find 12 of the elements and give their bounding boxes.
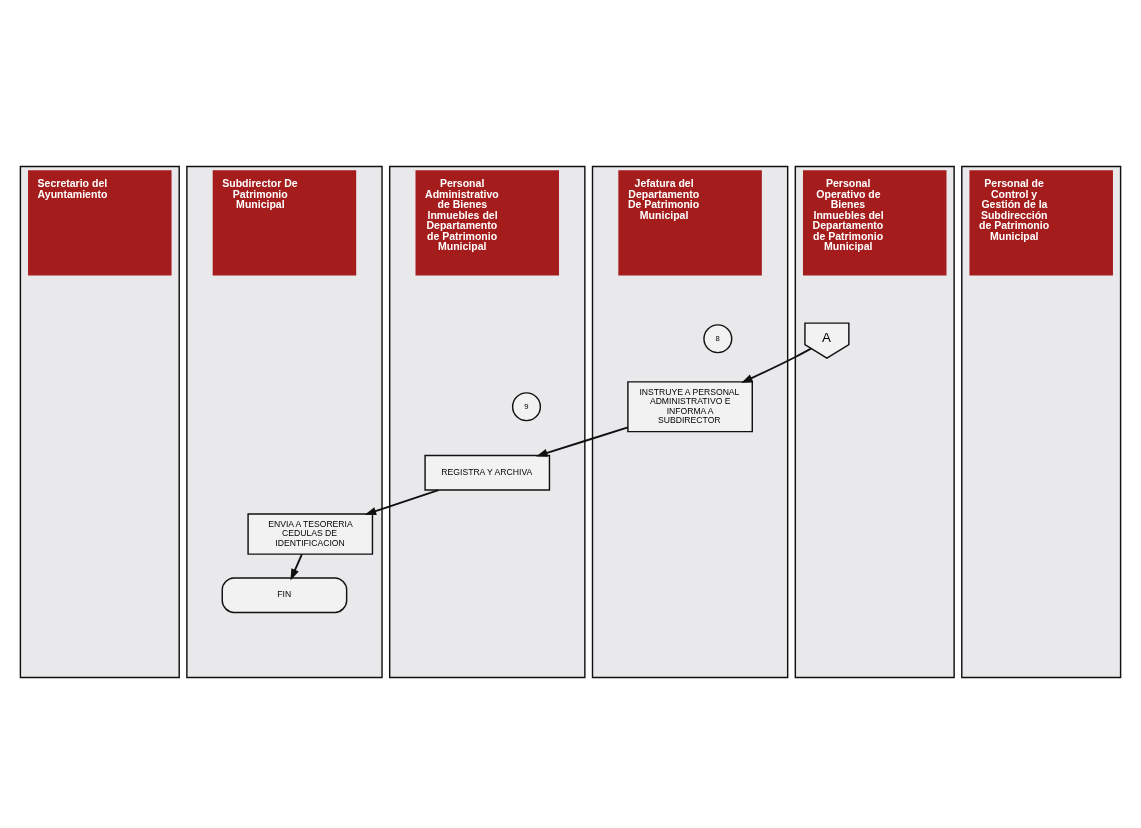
arrow bbox=[741, 347, 812, 383]
node-circle: 9 bbox=[511, 392, 542, 422]
node-box: REGISTRA Y ARCHIVA bbox=[424, 454, 551, 491]
node-box: FIN bbox=[221, 577, 348, 614]
arrow bbox=[536, 426, 629, 457]
arrow bbox=[364, 489, 440, 515]
node-box: Secretario del Ayuntamiento bbox=[19, 165, 180, 679]
node-box: Personal de Control y Gestión de la Subdirección de Patrimonio Municipal bbox=[961, 165, 1122, 679]
node-circle: 8 bbox=[703, 324, 733, 354]
node-box: ENVIA A TESORERIA CEDULAS DE IDENTIFICACION bbox=[247, 513, 374, 555]
node-box: INSTRUYE A PERSONAL ADMINISTRATIVO E INFORMA A SUBDIRECTOR bbox=[627, 381, 753, 433]
arrow bbox=[290, 553, 303, 581]
